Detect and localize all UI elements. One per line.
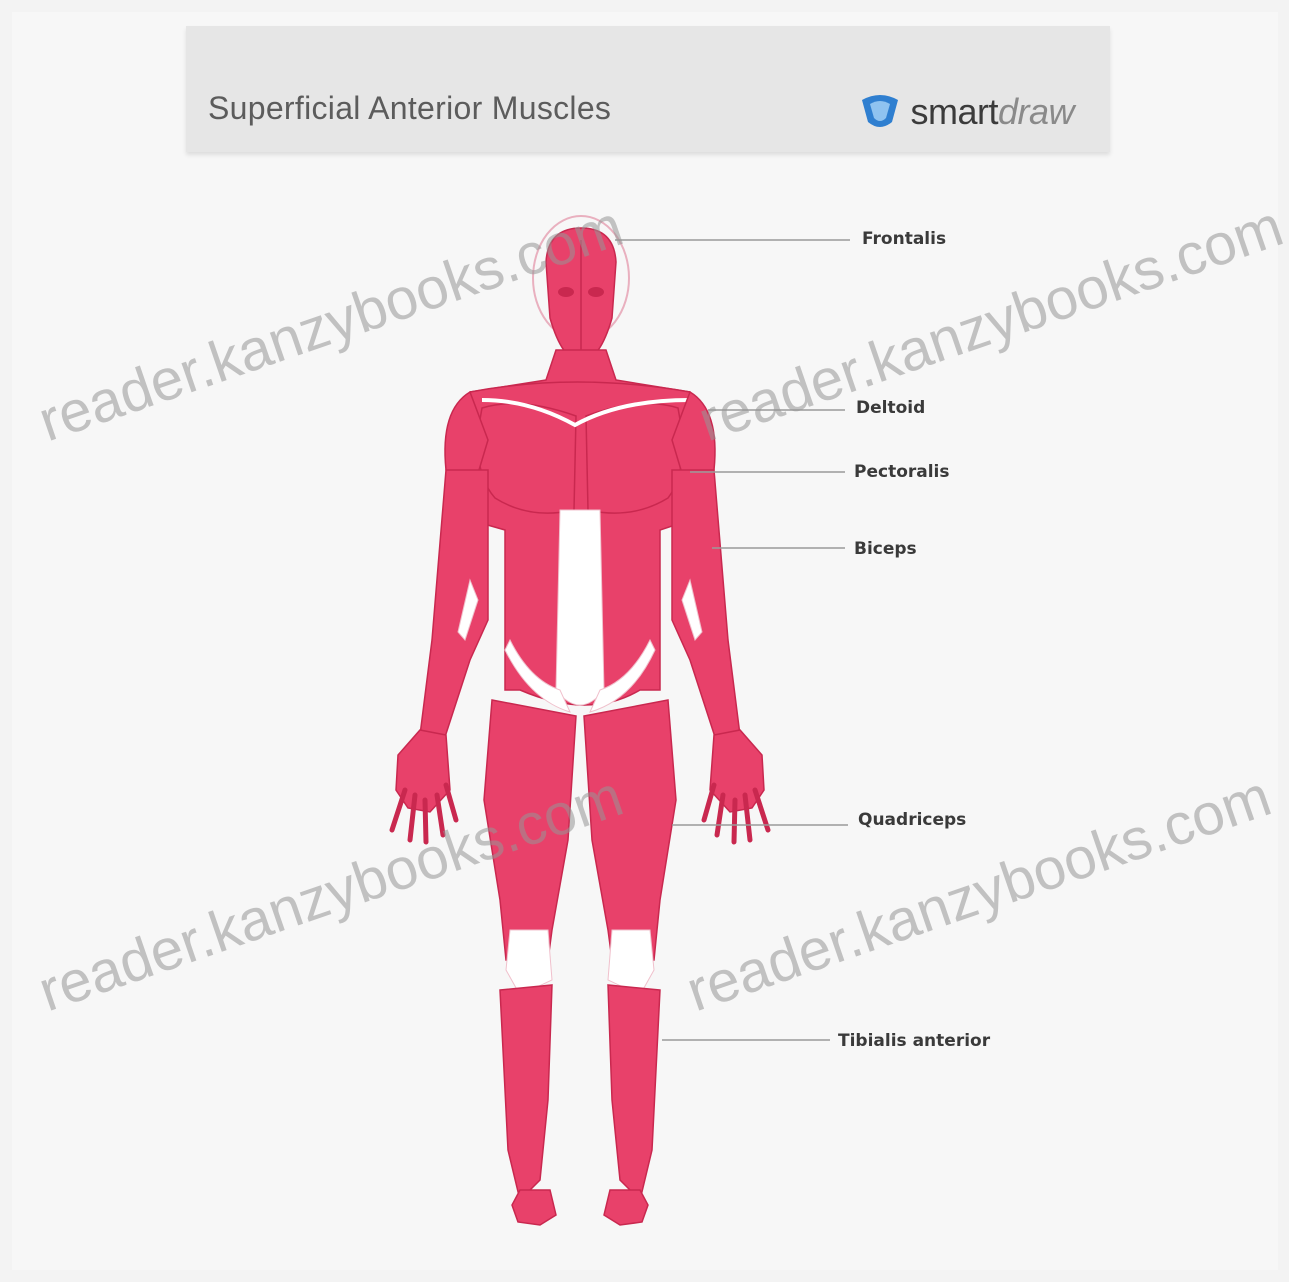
label-pectoralis: Pectoralis — [854, 462, 950, 482]
label-biceps: Biceps — [854, 539, 917, 559]
arm-left — [392, 470, 488, 842]
label-frontalis: Frontalis — [862, 229, 946, 249]
torso — [460, 382, 700, 712]
label-quadriceps: Quadriceps — [858, 810, 966, 830]
arm-right — [672, 470, 768, 842]
label-tibialis-anterior: Tibialis anterior — [838, 1031, 990, 1051]
